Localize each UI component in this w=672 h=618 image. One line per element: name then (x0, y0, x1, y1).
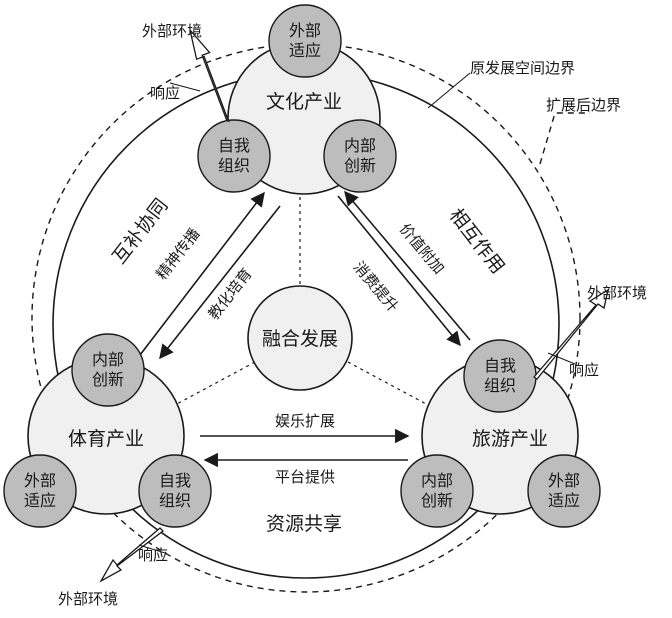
sports-ext-l2: 适应 (24, 491, 56, 510)
culture-inner-l1: 内部 (344, 136, 376, 155)
culture-self-l1: 自我 (218, 136, 250, 155)
sports-label: 体育产业 (68, 428, 144, 450)
culture-label: 文化产业 (266, 91, 342, 113)
response-arrow-top (189, 29, 230, 123)
flow-spirit-label: 精神传播 (152, 225, 203, 283)
tourism-inner-l1: 内部 (421, 471, 453, 490)
arrow-consume (344, 190, 471, 341)
relation-complement: 互补协同 (108, 195, 172, 268)
legend-expanded-label: 扩展后边界 (546, 96, 621, 114)
sports-self-l1: 自我 (159, 471, 191, 490)
flow-platform-label: 平台提供 (275, 468, 335, 486)
env-respond-top: 响应 (150, 84, 180, 102)
culture-inner-node (323, 119, 397, 193)
response-arrow-right (533, 288, 609, 380)
env-respond-right: 响应 (569, 361, 599, 379)
legend-leader-original (427, 72, 471, 109)
sports-self-l2: 组织 (159, 491, 191, 510)
sports-self-node (138, 454, 212, 528)
tourism-inner-l2: 创新 (421, 491, 453, 510)
flow-ent-label: 娱乐扩展 (275, 412, 335, 430)
env-outside-top: 外部环境 (142, 22, 202, 40)
culture-ext-node (268, 4, 342, 78)
response-arrow-bottom (99, 527, 164, 583)
culture-self-l2: 组织 (218, 156, 250, 175)
legend-original-label: 原发展空间边界 (470, 59, 575, 77)
center-node (247, 285, 353, 391)
sports-inner-l1: 内部 (92, 350, 124, 369)
respond-leader-right (547, 352, 576, 365)
flow-value-label: 价值附加 (396, 220, 448, 278)
flow-edu-label: 教化培育 (204, 265, 255, 323)
center-link-right (347, 361, 429, 406)
tourism-self-l2: 组织 (484, 376, 516, 395)
respond-leader-top (169, 82, 201, 92)
sports-ext-node (3, 454, 77, 528)
env-respond-bottom: 响应 (138, 546, 168, 564)
culture-ext-l2: 适应 (289, 41, 321, 60)
culture-inner-l2: 创新 (344, 156, 376, 175)
respond-leader-bottom (138, 544, 166, 554)
tourism-ext-l2: 适应 (548, 491, 580, 510)
legend-leader-expanded (539, 112, 590, 165)
center-link-left (174, 361, 256, 406)
tourism-inner-node (400, 454, 474, 528)
arrow-edu (159, 205, 281, 360)
center-label: 融合发展 (262, 328, 338, 350)
tourism-ext-node (527, 454, 601, 528)
env-outside-right: 外部环境 (587, 284, 647, 302)
arrow-value (337, 195, 461, 347)
flow-consume-label: 消费提升 (350, 258, 402, 316)
tourism-label: 旅游产业 (472, 428, 548, 450)
tourism-self-l1: 自我 (484, 356, 516, 375)
relation-interact: 相互作用 (445, 205, 509, 278)
culture-self-node (197, 119, 271, 193)
arrow-spirit (139, 191, 265, 356)
env-outside-bottom: 外部环境 (58, 590, 118, 608)
sports-ext-l1: 外部 (24, 471, 56, 490)
sports-inner-l2: 创新 (92, 370, 124, 389)
relation-share: 资源共享 (266, 513, 342, 535)
sports-inner-node (71, 333, 145, 407)
culture-ext-l1: 外部 (289, 21, 321, 40)
tourism-ext-l1: 外部 (548, 471, 580, 490)
